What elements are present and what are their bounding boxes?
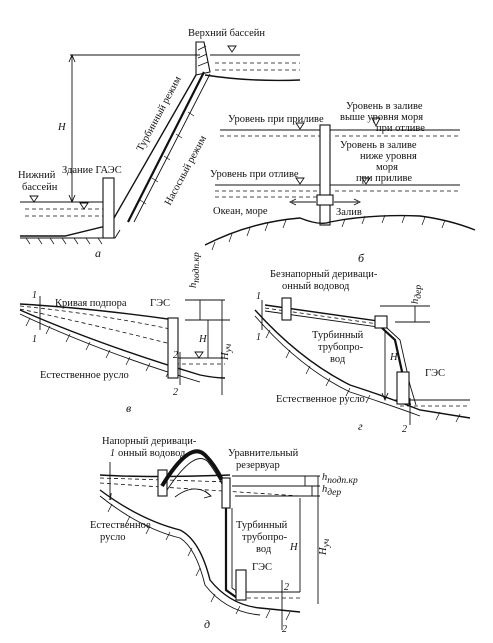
panel-d-caption: д: [204, 617, 210, 631]
surge-tank-label-1: Уравнительный: [228, 448, 299, 459]
svg-text:1: 1: [110, 448, 115, 459]
panel-d-H-uch-label: Hуч: [318, 538, 332, 556]
svg-text:2: 2: [402, 424, 407, 435]
svg-text:1: 1: [256, 291, 261, 302]
panel-b-caption: б: [358, 251, 365, 265]
svg-text:2: 2: [284, 582, 289, 593]
panel-v-caption: в: [126, 401, 131, 415]
canal-label-1: Безнапорный деривaци-: [270, 269, 378, 280]
svg-text:2: 2: [282, 624, 287, 635]
bay-below-line-3: моря: [376, 162, 398, 173]
surge-tank-label-2: резервуар: [236, 460, 280, 471]
lower-pool-label-2: бассейн: [22, 182, 58, 193]
bay-below-line-4: при приливе: [356, 173, 412, 184]
pump-mode-label: Насосный режим: [163, 134, 209, 208]
panel-d-H-label: H: [289, 542, 299, 553]
panel-d-pipe-label-1: Турбинный: [236, 520, 288, 531]
bay-above-line-2: выше уровня моря: [340, 112, 423, 123]
panel-v-natural-bed-label: Естественное русло: [40, 370, 129, 381]
panel-d-pipe-label-3: вод: [256, 544, 272, 555]
panel-b: Уровень при приливе Уровень при отливе У…: [204, 101, 476, 265]
panel-d-hps-label: ГЭС: [252, 562, 272, 573]
panel-v-hps-label: ГЭС: [150, 298, 170, 309]
svg-text:1: 1: [32, 290, 37, 301]
bay-below-line-2: ниже уровня: [360, 151, 417, 162]
panel-v: 1 1 2 2 hподп.кр H Hуч Кривая подпора ГЭ…: [19, 252, 234, 415]
h-head-label: hподп.кр: [188, 252, 202, 288]
panel-g-hps-building: [396, 371, 410, 405]
svg-text:1: 1: [108, 492, 113, 503]
surge-tank: [221, 477, 231, 509]
ocean-label: Океан, море: [213, 206, 268, 217]
panel-g-pipe-label-2: трубопро-: [318, 342, 364, 353]
panel-a-caption: а: [95, 246, 101, 260]
riverbed-hps-dam: [167, 317, 179, 379]
pressure-conduit-label-2: онный водовод: [118, 448, 186, 459]
panel-a-head-label: H: [57, 122, 67, 133]
panel-g: 1 1 2 hдер H Безнапорный деривaци- онный…: [254, 269, 471, 435]
panel-g-pipe-label-3: вод: [330, 354, 346, 365]
svg-text:1: 1: [32, 334, 37, 345]
panel-v-H-label: H: [198, 334, 208, 345]
backwater-label: Кривая подпора: [55, 298, 127, 309]
panel-d-natural-bed-label-1: Естественное: [90, 520, 151, 531]
canal-headworks: [281, 297, 292, 321]
panel-d-h-der-label: hдер: [322, 484, 341, 498]
bay-above-line-3: при отливе: [376, 123, 425, 134]
panel-d-h-head-label: hподп.кр: [322, 472, 358, 486]
panel-d-hps-building: [235, 569, 247, 601]
svg-text:2: 2: [173, 387, 178, 398]
bay-above-line-1: Уровень в заливе: [346, 101, 423, 112]
upper-pool-dam: [195, 41, 211, 76]
panel-g-natural-bed-label: Естественное русло: [276, 394, 365, 405]
h-der-label: hдер: [410, 285, 424, 304]
svg-text:2: 2: [173, 350, 178, 361]
bay-below-line-1: Уровень в заливе: [340, 140, 417, 151]
panel-d-pipe-label-2: трубопро-: [242, 532, 288, 543]
panel-g-hps-label: ГЭС: [425, 368, 445, 379]
station-label: Здание ГАЭС: [62, 165, 122, 176]
low-tide-label: Уровень при отливе: [210, 169, 299, 180]
panel-g-pipe-label-1: Турбинный: [312, 330, 364, 341]
turbine-mode-label: Турбинный режим: [135, 74, 184, 153]
lower-pool-label-1: Нижний: [18, 170, 56, 181]
high-tide-label: Уровень при приливе: [228, 114, 324, 125]
pressure-conduit-label-1: Напорный деривaци-: [102, 436, 197, 447]
pumped-storage-station-building: [102, 177, 115, 239]
bay-label: Залив: [336, 207, 362, 218]
panel-g-caption: г: [358, 419, 363, 433]
H-uch-label: Hуч: [220, 343, 234, 361]
canal-label-2: онный водовод: [282, 281, 350, 292]
upper-pool-label: Верхний бассейн: [188, 28, 265, 39]
panel-g-H-label: H: [389, 352, 399, 363]
panel-d: 1 1 2 2 hподп.кр hдер H Hуч Напорный дер…: [90, 436, 358, 635]
panel-d-natural-bed-label-2: русло: [100, 532, 126, 543]
tidal-station-dam: [319, 124, 331, 226]
svg-text:1: 1: [256, 332, 261, 343]
